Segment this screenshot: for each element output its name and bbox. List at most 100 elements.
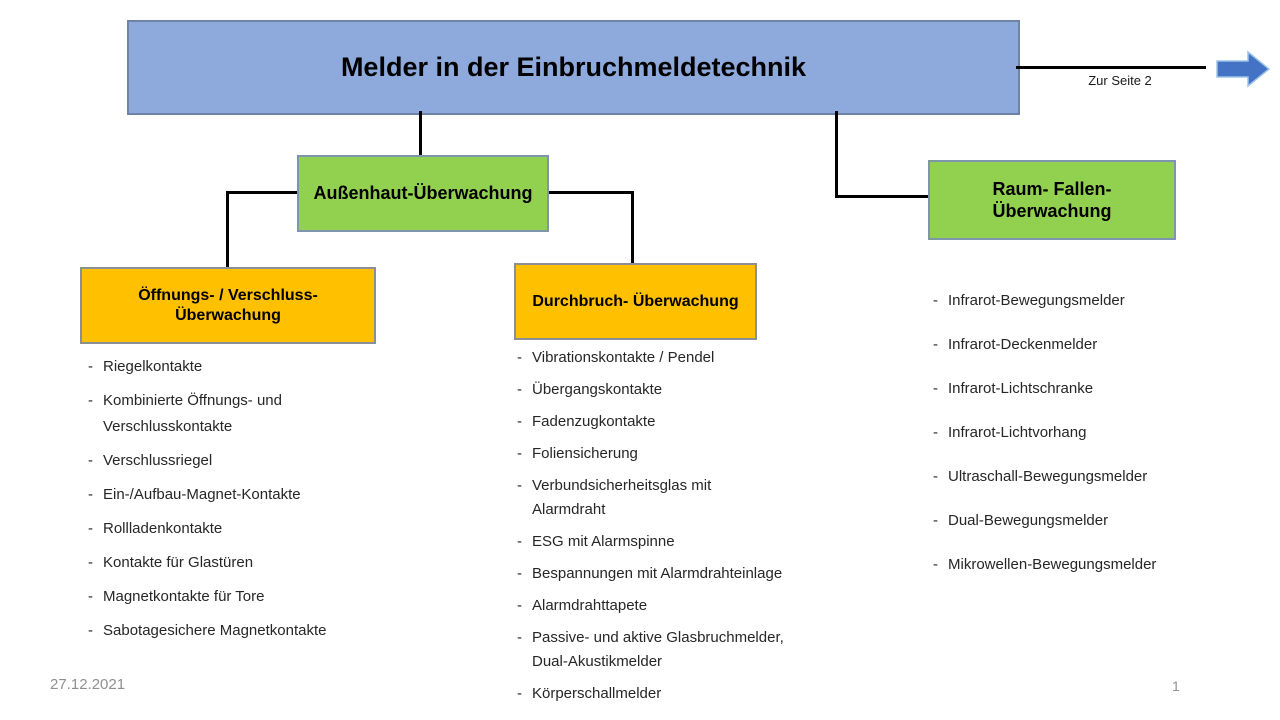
node-label: Außenhaut-Überwachung [313,183,533,204]
list-item-dash: - [517,597,522,614]
list-item-dash: - [517,381,522,398]
list-item-dash: - [517,629,522,646]
list-item-dash: - [517,477,522,494]
connector-title-raumfallen-v [835,111,838,198]
list-item: -ESG mit Alarmspinne [517,530,857,554]
list-item-dash: - [933,512,938,529]
list-item-dash: - [88,486,93,503]
list-item: -Verschlussriegel [88,448,388,474]
list-item-dash: - [517,565,522,582]
list-item-label: Mikrowellen-Bewegungsmelder [948,556,1157,573]
connector-aussenhaut-oeffnungs-h [226,191,297,194]
connector-aussenhaut-oeffnungs-v [226,191,229,267]
list-item-dash: - [88,520,93,537]
list-item-label: Verbundsicherheitsglas mit Alarmdraht [532,477,712,518]
list-item: -Kombinierte Öffnungs- und Verschlusskon… [88,388,388,440]
list-item-dash: - [517,445,522,462]
list-item: -Infrarot-Lichtvorhang [933,420,1233,446]
list-item: -Fadenzugkontakte [517,410,857,434]
node-durchbruch-ueberwachung: Durchbruch- Überwachung [514,263,757,340]
list-item: -Kontakte für Glastüren [88,550,388,576]
list-item-label: Dual-Bewegungsmelder [948,512,1109,529]
list-item: -Rollladenkontakte [88,516,388,542]
connector-aussenhaut-durchbruch-h [545,191,634,194]
node-raum-fallen-ueberwachung: Raum- Fallen- Überwachung [928,160,1176,240]
list-item: -Ein-/Aufbau-Magnet-Kontakte [88,482,388,508]
list-item-dash: - [517,413,522,430]
list-item-label: Infrarot-Lichtvorhang [948,424,1087,441]
list-item-dash: - [517,685,522,702]
list-item: -Sabotagesichere Magnetkontakte [88,618,388,644]
list-item: -Übergangskontakte [517,378,857,402]
list-item: -Foliensicherung [517,442,857,466]
list-item: -Infrarot-Deckenmelder [933,332,1233,358]
list-item: -Magnetkontakte für Tore [88,584,388,610]
list-item-dash: - [933,336,938,353]
list-item: -Mikrowellen-Bewegungsmelder [933,552,1233,578]
list-item-label: Übergangskontakte [532,381,663,398]
slide-date: 27.12.2021 [50,676,126,693]
list-item-dash: - [88,358,93,375]
node-label: Durchbruch- Überwachung [532,292,739,310]
list-item: -Dual-Bewegungsmelder [933,508,1233,534]
list-item: -Infrarot-Bewegungsmelder [933,288,1233,314]
list-item: -Verbundsicherheitsglas mit Alarmdraht [517,474,857,522]
title-box: Melder in der Einbruchmeldetechnik [127,20,1020,115]
slide-page-number: 1 [1172,678,1180,694]
list-item: -Riegelkontakte [88,354,388,380]
list-item: -Ultraschall-Bewegungsmelder [933,464,1233,490]
list-item-dash: - [517,533,522,550]
list-item-label: Kontakte für Glastüren [103,554,254,571]
list-item-label: Kombinierte Öffnungs- und Verschlusskont… [103,392,282,435]
list-item-label: Bespannungen mit Alarmdrahteinlage [532,565,783,582]
list-item-dash: - [88,554,93,571]
list-item-label: Rollladenkontakte [103,520,223,537]
list-item-label: Fadenzugkontakte [532,413,656,430]
list-item-label: Infrarot-Bewegungsmelder [948,292,1125,309]
list-item-dash: - [88,452,93,469]
list-raum-fallen: -Infrarot-Bewegungsmelder-Infrarot-Decke… [933,288,1233,596]
list-item-label: Passive- und aktive Glasbruchmelder, Dua… [532,629,784,670]
list-item: -Infrarot-Lichtschranke [933,376,1233,402]
connector-title-raumfallen-h [835,195,928,198]
list-item-dash: - [933,292,938,309]
list-item-dash: - [517,349,522,366]
list-item-label: Alarmdrahttapete [532,597,648,614]
list-item-label: Körperschallmelder [532,685,662,702]
nav-connector-line [1016,66,1206,69]
list-item: -Körperschallmelder [517,682,857,706]
list-item-label: Sabotagesichere Magnetkontakte [103,622,327,639]
list-item-label: Infrarot-Lichtschranke [948,380,1094,397]
list-durchbruch: -Vibrationskontakte / Pendel-Übergangsko… [517,346,857,714]
list-item-dash: - [933,380,938,397]
list-item-label: Vibrationskontakte / Pendel [532,349,715,366]
list-item-dash: - [933,556,938,573]
list-item-dash: - [933,424,938,441]
list-item-dash: - [88,392,93,409]
list-item-label: Ultraschall-Bewegungsmelder [948,468,1148,485]
connector-title-aussenhaut [419,111,422,155]
list-item: -Vibrationskontakte / Pendel [517,346,857,370]
list-item: -Bespannungen mit Alarmdrahteinlage [517,562,857,586]
connector-aussenhaut-durchbruch-v [631,191,634,263]
list-item-label: Infrarot-Deckenmelder [948,336,1098,353]
node-aussenhaut-ueberwachung: Außenhaut-Überwachung [297,155,549,232]
list-item-label: Verschlussriegel [103,452,213,469]
list-item-dash: - [88,588,93,605]
list-oeffnungs-verschluss: -Riegelkontakte-Kombinierte Öffnungs- un… [88,354,388,652]
list-item: -Alarmdrahttapete [517,594,857,618]
list-item-label: Foliensicherung [532,445,638,462]
nav-label: Zur Seite 2 [1088,73,1152,88]
node-label-line2: Überwachung [992,201,1112,221]
list-item-dash: - [933,468,938,485]
list-item-label: ESG mit Alarmspinne [532,533,675,550]
list-item-dash: - [88,622,93,639]
node-label-line1: Öffnungs- / Verschluss- [138,286,318,304]
list-item-label: Magnetkontakte für Tore [103,588,265,605]
list-item: -Passive- und aktive Glasbruchmelder, Du… [517,626,857,674]
page-title: Melder in der Einbruchmeldetechnik [340,51,807,82]
list-item-label: Ein-/Aufbau-Magnet-Kontakte [103,486,301,503]
right-arrow-icon[interactable] [1216,50,1271,88]
node-oeffnungs-verschluss-ueberwachung: Öffnungs- / Verschluss- Überwachung [80,267,376,344]
list-item-label: Riegelkontakte [103,358,203,375]
